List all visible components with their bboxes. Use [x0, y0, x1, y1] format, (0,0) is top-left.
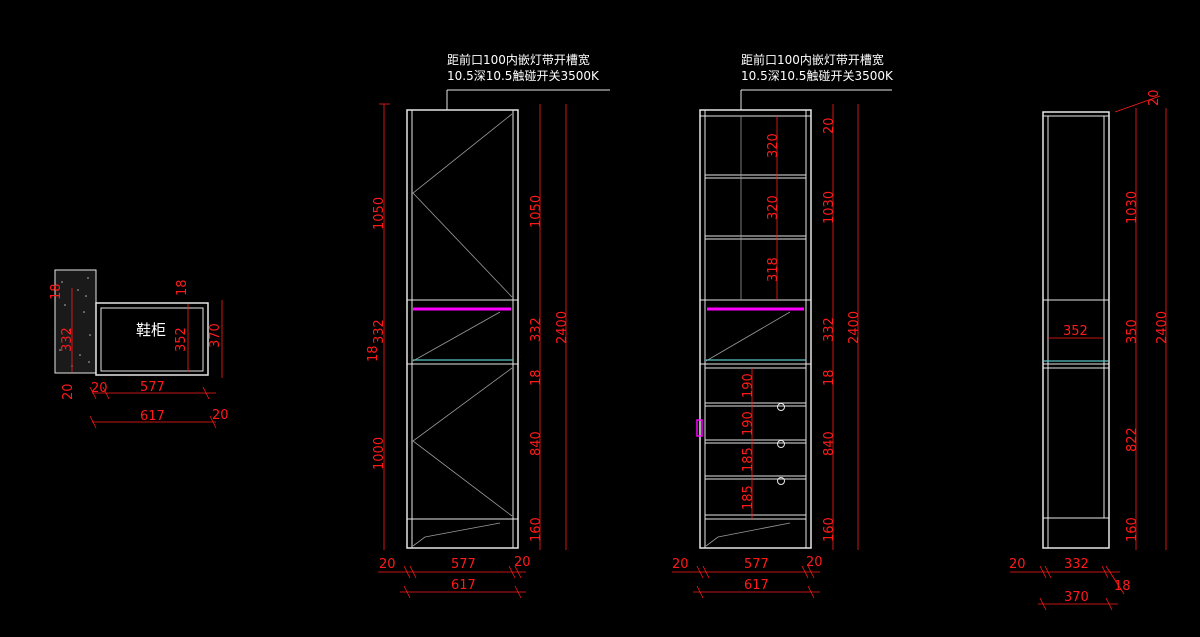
elev1-left-dim-1000: 1000	[372, 437, 387, 470]
elev2-note-line1: 距前口100内嵌灯带开槽宽	[741, 52, 884, 67]
elev2-bottom-dim-20-right: 20	[806, 555, 823, 570]
elev2-side-switch	[696, 419, 703, 437]
elev2-inner-dim-320a: 320	[766, 133, 781, 158]
elev2-inner-dim-185b: 185	[741, 485, 756, 510]
plan-cabinet-label: 鞋柜	[136, 321, 166, 339]
elev1-bottom-dim-20-left: 20	[379, 557, 396, 572]
plan-dim-617: 617	[140, 409, 165, 424]
elev1-bottom-dim-20-right: 20	[514, 555, 531, 570]
plan-dim-332: 332	[60, 327, 75, 352]
elev2-right-dim-840: 840	[822, 431, 837, 456]
side-bottom-dim-20: 20	[1009, 557, 1026, 572]
plan-dim-370: 370	[208, 323, 223, 348]
elev2-bottom-dim-577: 577	[744, 557, 769, 572]
elev1-right-dim-160: 160	[529, 517, 544, 542]
plan-wall-hatch	[54, 269, 97, 374]
elev1-left-dim-332: 332	[372, 319, 387, 344]
side-bottom-dim-332: 332	[1064, 557, 1089, 572]
elev1-left-dim-1050: 1050	[372, 197, 387, 230]
elev2-right-dim-20: 20	[822, 117, 837, 134]
elev1-bottom-dim-617: 617	[451, 578, 476, 593]
side-bottom-dim-370: 370	[1064, 590, 1089, 605]
side-inner-dim-352: 352	[1063, 324, 1088, 339]
side-total-2400: 2400	[1155, 311, 1170, 344]
elev2-bottom-dim-20-left: 20	[672, 557, 689, 572]
elev2-note-line2: 10.5深10.5触碰开关3500K	[741, 69, 894, 83]
elev2-inner-dim-318: 318	[766, 257, 781, 282]
elev1-note-line2: 10.5深10.5触碰开关3500K	[447, 69, 600, 83]
elev2-right-dim-332: 332	[822, 317, 837, 342]
elev1-left-dim-18: 18	[366, 345, 381, 362]
elev2-right-dim-160: 160	[822, 517, 837, 542]
plan-dim-18-right: 18	[175, 279, 190, 296]
drawer-knob-3	[777, 477, 785, 485]
elev1-right-dim-18: 18	[529, 369, 544, 386]
elev2-right-dim-18: 18	[822, 369, 837, 386]
elev2-bottom-dim-617: 617	[744, 578, 769, 593]
elevation-2: 距前口100内嵌灯带开槽宽 10.5深10.5触碰开关3500K 320 320…	[672, 52, 894, 599]
drawer-knob-1	[777, 403, 785, 411]
drawer-knob-2	[777, 440, 785, 448]
side-bottom-dim-18: 18	[1114, 579, 1131, 594]
plan-view: 鞋柜 332 18 18 352 370 20 20 577 617 20	[49, 269, 229, 429]
elev2-inner-dim-320b: 320	[766, 195, 781, 220]
elev2-inner-dim-190b: 190	[741, 411, 756, 436]
elev2-outer-frame	[699, 109, 812, 549]
elev2-inner-dim-190a: 190	[741, 373, 756, 398]
elev2-inner-dim-185a: 185	[741, 447, 756, 472]
side-right-dim-350: 350	[1125, 319, 1140, 344]
elev1-right-dim-840: 840	[529, 431, 544, 456]
elev2-right-dim-1030: 1030	[822, 191, 837, 224]
plan-cabinet-inner	[100, 307, 204, 372]
elev1-outer-frame	[406, 109, 519, 549]
side-outer-frame	[1042, 111, 1110, 549]
plan-dim-20-right: 20	[212, 408, 229, 423]
plan-dim-577: 577	[140, 380, 165, 395]
side-right-dim-822: 822	[1125, 427, 1140, 452]
side-right-dim-1030: 1030	[1125, 191, 1140, 224]
plan-dim-18-left: 18	[49, 283, 64, 300]
elev1-right-dim-332: 332	[529, 317, 544, 342]
elev1-bottom-dim-577: 577	[451, 557, 476, 572]
side-top-dim-20: 20	[1147, 89, 1162, 106]
plan-dim-20: 20	[91, 381, 108, 396]
plan-dim-352: 352	[174, 327, 189, 352]
side-view: 352 20 1030 350 822 160 2400 20 332 18 3…	[1009, 89, 1170, 611]
plan-dim-20-bottom: 20	[61, 383, 76, 400]
elev2-total-2400: 2400	[847, 311, 862, 344]
elev1-total-2400: 2400	[555, 311, 570, 344]
side-right-dim-160: 160	[1125, 517, 1140, 542]
elev1-note-line1: 距前口100内嵌灯带开槽宽	[447, 52, 590, 67]
elev1-right-dim-1050: 1050	[529, 195, 544, 228]
elevation-1: 距前口100内嵌灯带开槽宽 10.5深10.5触碰开关3500K 1050 33…	[366, 52, 610, 599]
plan-cabinet-outer	[95, 302, 209, 376]
